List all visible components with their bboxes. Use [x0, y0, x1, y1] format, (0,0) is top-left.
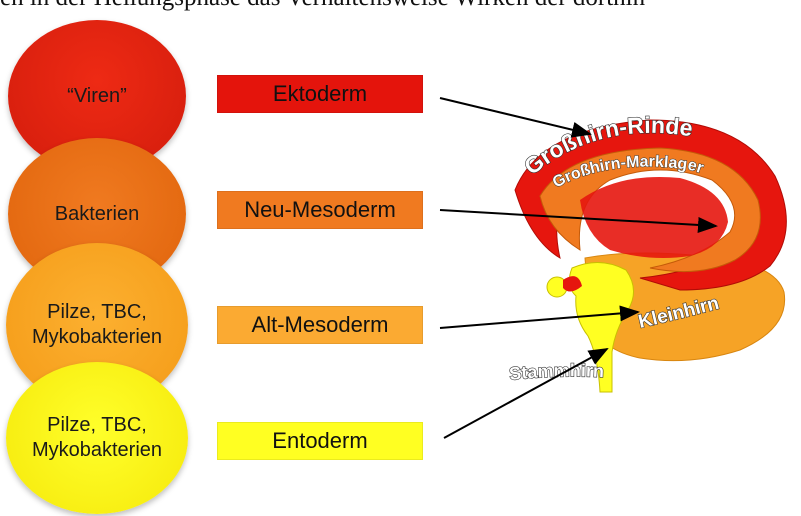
arrow-ektoderm — [440, 98, 590, 134]
label-brainstem: Stammhirn — [508, 360, 604, 384]
arrow-entoderm — [444, 349, 607, 438]
cortex-inner-shape — [580, 177, 728, 258]
